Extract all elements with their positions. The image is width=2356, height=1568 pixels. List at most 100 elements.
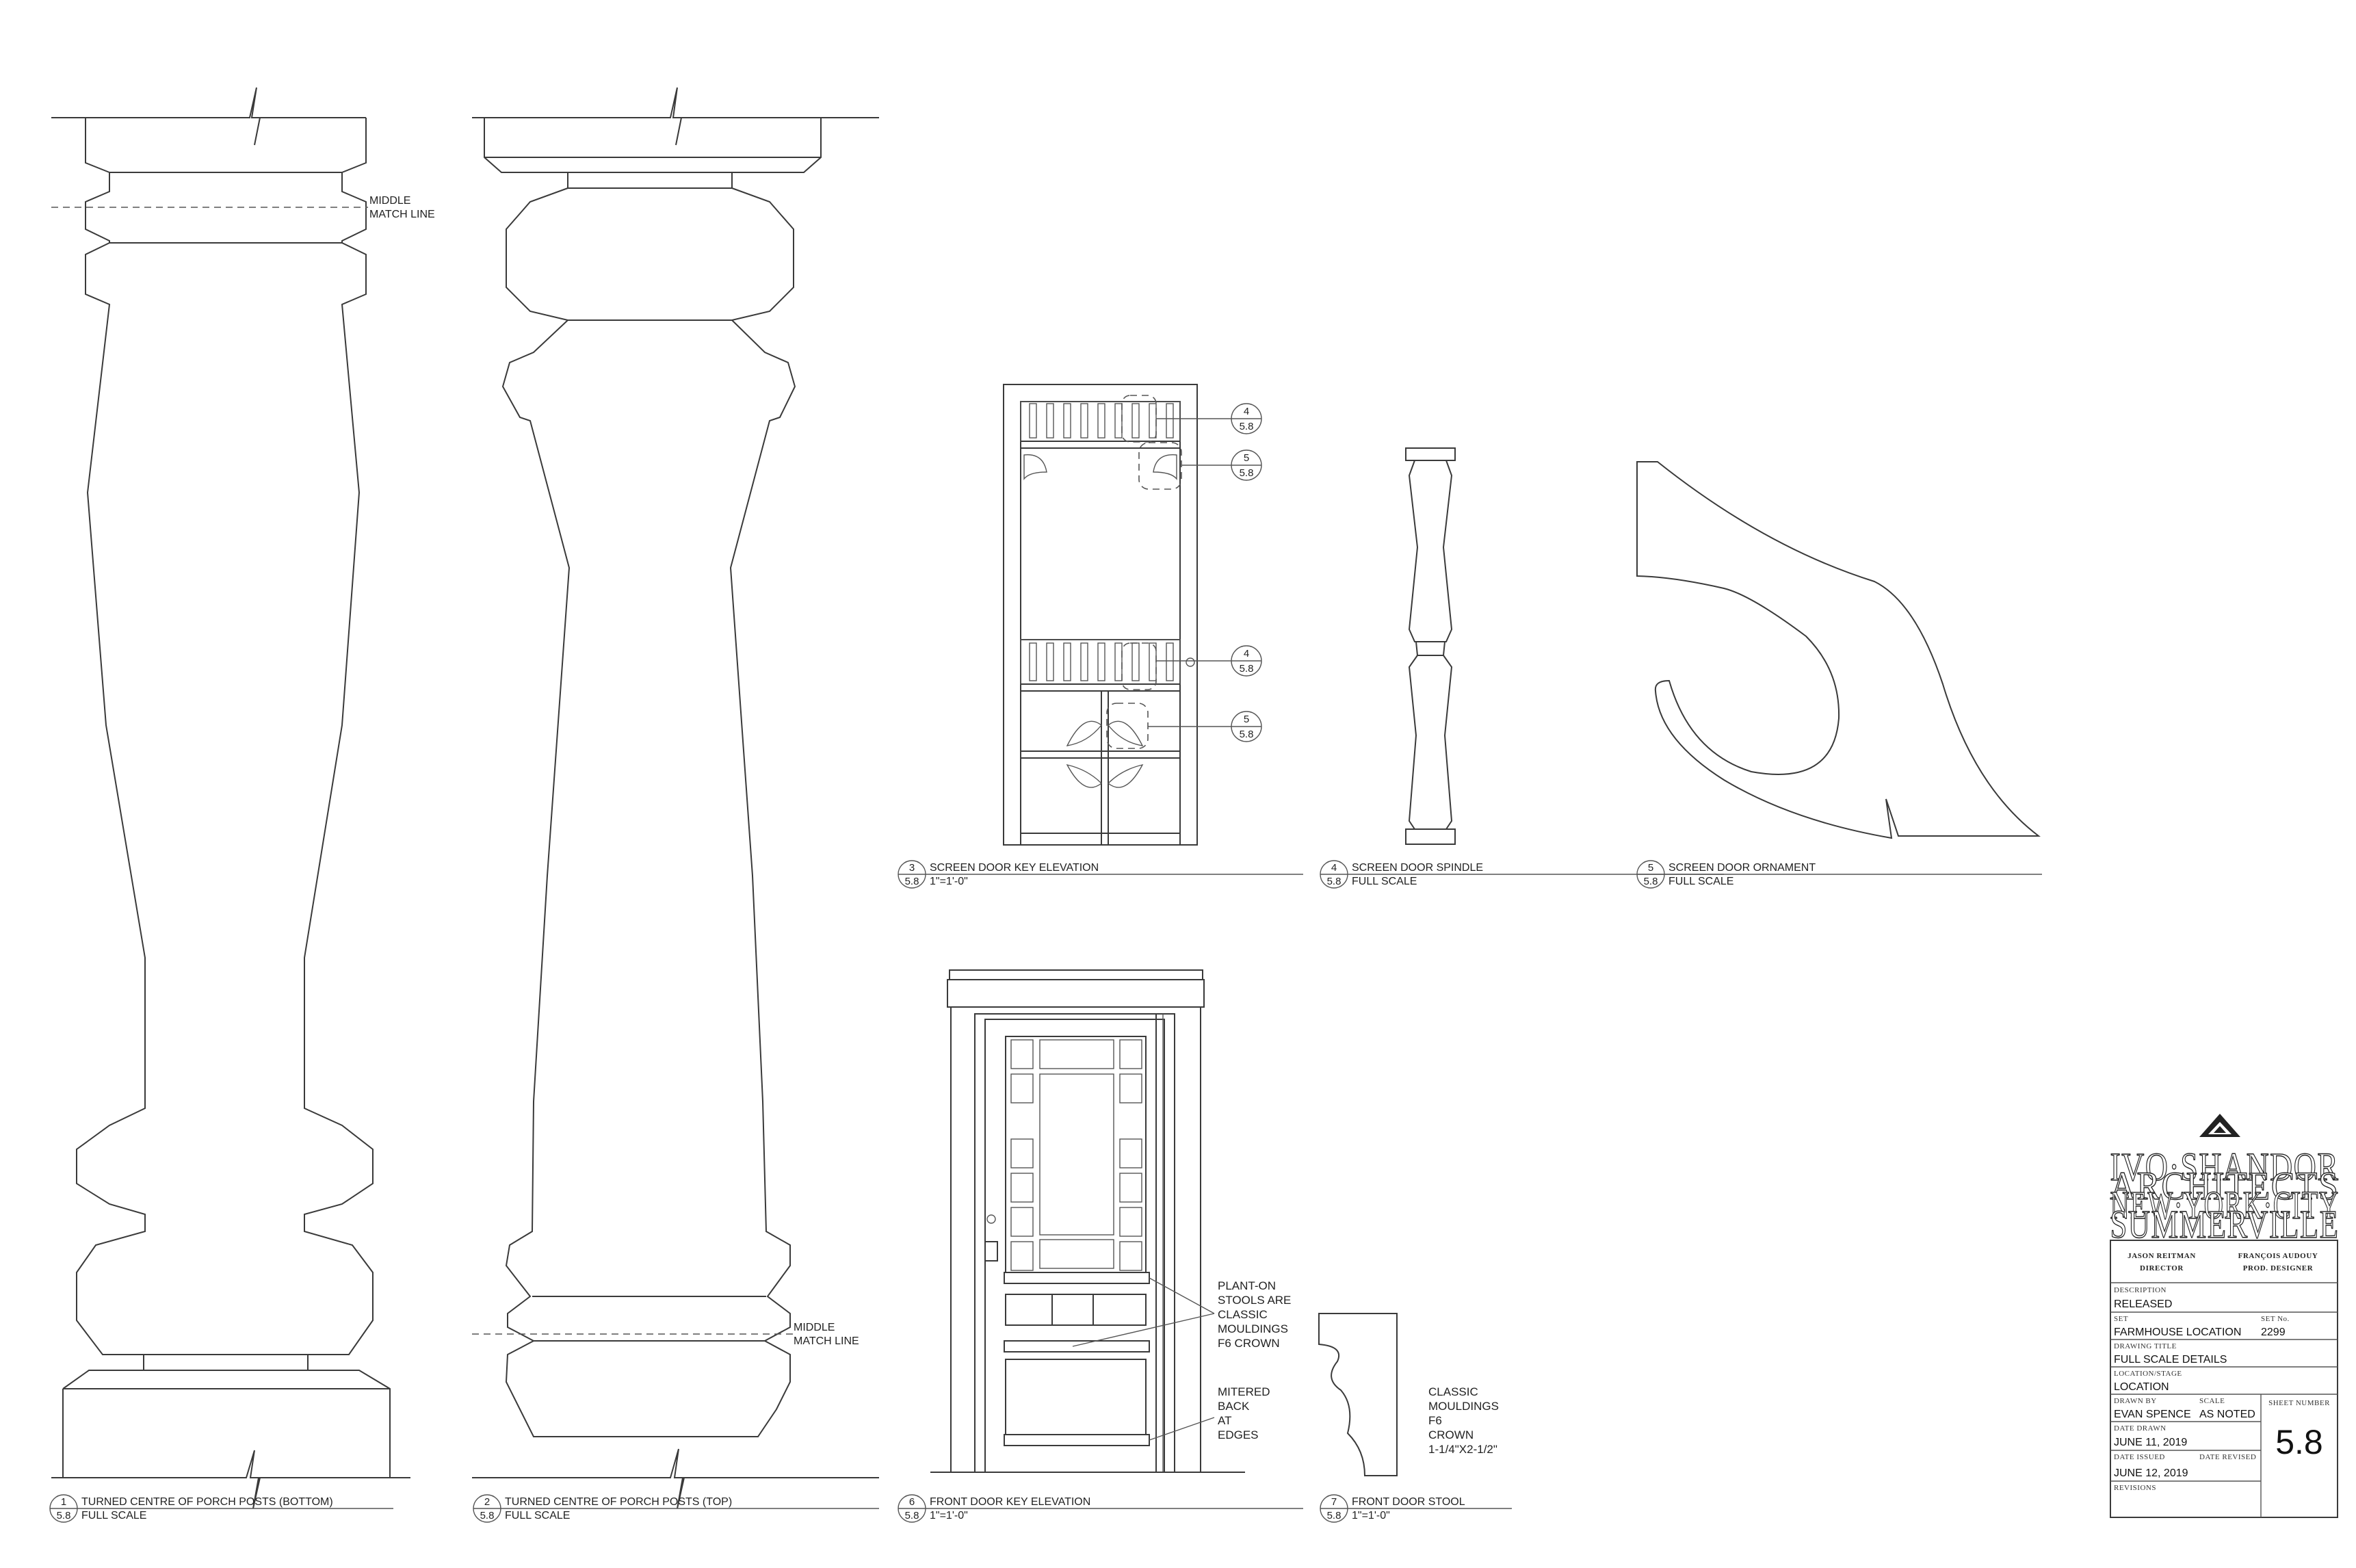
director-name: JASON REITMAN xyxy=(2128,1252,2196,1260)
detail-number: 7 xyxy=(1331,1496,1337,1508)
detail-scale: FULL SCALE xyxy=(81,1510,146,1521)
detail-label-1: 1 5.8 TURNED CENTRE OF PORCH POSTS (BOTTOM… xyxy=(49,1494,393,1523)
screen-door-spindle-drawing xyxy=(1405,447,1456,845)
spindle xyxy=(1114,403,1123,439)
drawn-by-label: DRAWN BY xyxy=(2114,1397,2157,1405)
detail-scale: 1"=1'-0" xyxy=(930,1510,968,1521)
detail-sheet-ref: 5.8 xyxy=(905,876,919,887)
title-block: IVO·SHANDORARCHITECTSNEW·YORK·CITYSUMMER… xyxy=(2110,1114,2340,1518)
description-label: DESCRIPTION xyxy=(2114,1286,2167,1294)
detail-sheet-ref: 5.8 xyxy=(905,1510,919,1521)
detail-title: SCREEN DOOR ORNAMENT xyxy=(1668,862,1816,874)
set-value: FARMHOUSE LOCATION xyxy=(2114,1327,2241,1338)
detail-scale: FULL SCALE xyxy=(1668,876,1733,887)
door-glass-pane xyxy=(1119,1241,1142,1271)
door-glass-pane xyxy=(1119,1207,1142,1237)
spindle xyxy=(1046,403,1054,439)
detail-callout-tag: 55.8 xyxy=(1231,449,1262,481)
detail-title: TURNED CENTRE OF PORCH POSTS (BOTTOM) xyxy=(81,1496,333,1508)
scale-label: SCALE xyxy=(2199,1397,2225,1405)
note-line: BACK xyxy=(1218,1400,1250,1413)
spindle xyxy=(1131,403,1140,439)
door-glass-pane xyxy=(1010,1207,1034,1237)
note-line: CLASSIC xyxy=(1218,1308,1268,1321)
spindle xyxy=(1046,642,1054,681)
detail-title: FRONT DOOR STOOL xyxy=(1352,1496,1465,1508)
spindle xyxy=(1029,403,1037,439)
description-value: RELEASED xyxy=(2114,1298,2172,1310)
detail-sheet-ref: 5.8 xyxy=(57,1510,71,1521)
detail-title: SCREEN DOOR KEY ELEVATION xyxy=(930,862,1099,874)
note-line: EDGES xyxy=(1218,1428,1259,1441)
porch-post-top-drawing xyxy=(472,87,879,1509)
door-glass-pane xyxy=(1119,1073,1142,1103)
detail-callout-tag: 45.8 xyxy=(1231,403,1262,434)
match-line-label-bottom: MIDDLE xyxy=(794,1322,835,1333)
location-value: LOCATION xyxy=(2114,1381,2169,1393)
detail-title: TURNED CENTRE OF PORCH POSTS (TOP) xyxy=(505,1496,732,1508)
door-glass-pane xyxy=(1010,1039,1034,1069)
door-glass-pane xyxy=(1119,1039,1142,1069)
firm-name-line: IVO·SHANDOR xyxy=(2110,1145,2340,1189)
drawn-by-value: EVAN SPENCE xyxy=(2114,1409,2191,1420)
drawing-title-value: FULL SCALE DETAILS xyxy=(2114,1354,2227,1366)
detail-number: 3 xyxy=(909,862,915,874)
sheet-number-label: SHEET NUMBER xyxy=(2268,1399,2330,1407)
front-door-drawing xyxy=(930,969,1245,1473)
date-drawn-value: JUNE 11, 2019 xyxy=(2114,1437,2187,1448)
detail-sheet-ref: 5.8 xyxy=(480,1510,495,1521)
screen-door-ornament-drawing xyxy=(1636,461,2041,839)
door-glass-pane xyxy=(1010,1173,1034,1203)
callout-number: 4 xyxy=(1244,406,1249,417)
detail-scale: FULL SCALE xyxy=(1352,876,1417,887)
spindle xyxy=(1029,642,1037,681)
door-main-glass xyxy=(1039,1073,1114,1236)
firm-name-line: ARCHITECTS xyxy=(2110,1164,2340,1208)
detail-number: 6 xyxy=(909,1496,915,1508)
front-door-stool-drawing xyxy=(1318,1313,1398,1476)
note-line: CROWN xyxy=(1428,1428,1474,1441)
firm-name-line: NEW·YORK·CITY xyxy=(2110,1183,2340,1227)
firm-name-line: SUMMERVILLE xyxy=(2110,1202,2340,1246)
revisions-label: REVISIONS xyxy=(2114,1484,2156,1492)
detail-scale: FULL SCALE xyxy=(505,1510,570,1521)
callout-sheet: 5.8 xyxy=(1240,421,1254,432)
detail-number: 4 xyxy=(1331,862,1337,874)
set-label: SET xyxy=(2114,1315,2128,1323)
porch-post-bottom-drawing xyxy=(51,87,410,1509)
callout-sheet: 5.8 xyxy=(1240,729,1254,740)
screen-door-drawing xyxy=(1003,384,1231,846)
door-glass-pane xyxy=(1039,1039,1114,1069)
date-issued-label: DATE ISSUED xyxy=(2114,1453,2165,1461)
detail-number: 5 xyxy=(1648,862,1653,874)
designer-name: FRANÇOIS AUDOUY xyxy=(2238,1252,2318,1260)
spindle xyxy=(1149,403,1157,439)
callout-number: 5 xyxy=(1244,714,1249,725)
door-glass-pane xyxy=(1010,1138,1034,1168)
spindle xyxy=(1114,642,1123,681)
door-glass-pane xyxy=(1010,1073,1034,1103)
detail-number: 2 xyxy=(484,1496,490,1508)
note-line: STOOLS ARE xyxy=(1218,1294,1291,1307)
spindle xyxy=(1166,642,1174,681)
callout-sheet: 5.8 xyxy=(1240,467,1254,479)
scale-value: AS NOTED xyxy=(2199,1409,2255,1420)
detail-callout-tag: 45.8 xyxy=(1231,645,1262,677)
note-line: CLASSIC xyxy=(1428,1385,1478,1398)
note-line: AT xyxy=(1218,1414,1231,1427)
spindle xyxy=(1063,403,1071,439)
match-line-label-top-2: MATCH LINE xyxy=(369,209,435,220)
detail-number: 1 xyxy=(61,1496,66,1508)
date-revised-label: DATE REVISED xyxy=(2199,1453,2256,1461)
note-line: PLANT-ON xyxy=(1218,1279,1276,1292)
detail-label-2: 2 5.8 TURNED CENTRE OF PORCH POSTS (TOP) FU… xyxy=(473,1494,879,1523)
director-role: DIRECTOR xyxy=(2140,1264,2184,1272)
spindle xyxy=(1097,403,1105,439)
note-line: MOULDINGS xyxy=(1218,1322,1288,1335)
